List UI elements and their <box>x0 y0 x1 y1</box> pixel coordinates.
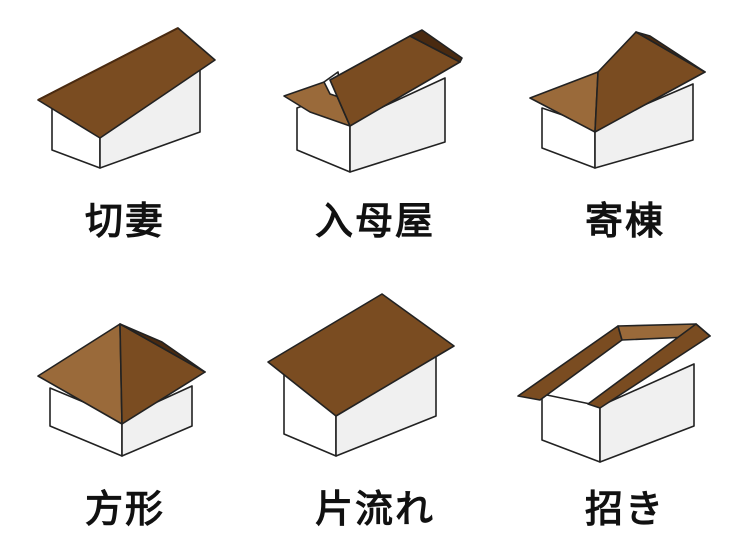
roof-label: 切妻 <box>84 199 165 243</box>
hip-roof-illustration <box>529 31 706 169</box>
gable-roof-illustration <box>37 27 216 169</box>
roof-hip-back <box>409 29 463 63</box>
roof-card-irimoya: 入母屋 <box>250 0 500 276</box>
roof-face-back <box>119 323 206 373</box>
roof-hip-back <box>635 31 706 73</box>
roof-plane-lower <box>517 325 623 401</box>
roof-card-katanagare: 片流れ <box>250 276 500 552</box>
hip-gable-roof-illustration <box>283 29 463 173</box>
roof-card-hougyou: 方形 <box>0 276 250 552</box>
roof-label: 片流れ <box>314 487 435 531</box>
side-wall <box>594 83 694 169</box>
side-wall <box>121 385 193 457</box>
pyramid-roof-illustration <box>37 323 206 457</box>
roof-plane-front <box>587 323 711 409</box>
shed-roof-illustration <box>267 293 455 457</box>
roof-label: 方形 <box>84 487 165 531</box>
asymmetric-gable-roof-illustration <box>517 323 711 463</box>
roof-label: 招き <box>584 487 665 531</box>
roof-label: 寄棟 <box>584 199 665 243</box>
roof-card-shikoro: 招き <box>500 276 750 552</box>
roof-card-yosemune: 寄棟 <box>500 0 750 276</box>
roof-card-kirizuma: 切妻 <box>0 0 250 276</box>
roof-plane-main <box>267 293 455 417</box>
side-wall <box>349 77 446 173</box>
roof-label: 入母屋 <box>314 199 435 243</box>
side-wall <box>599 363 695 463</box>
